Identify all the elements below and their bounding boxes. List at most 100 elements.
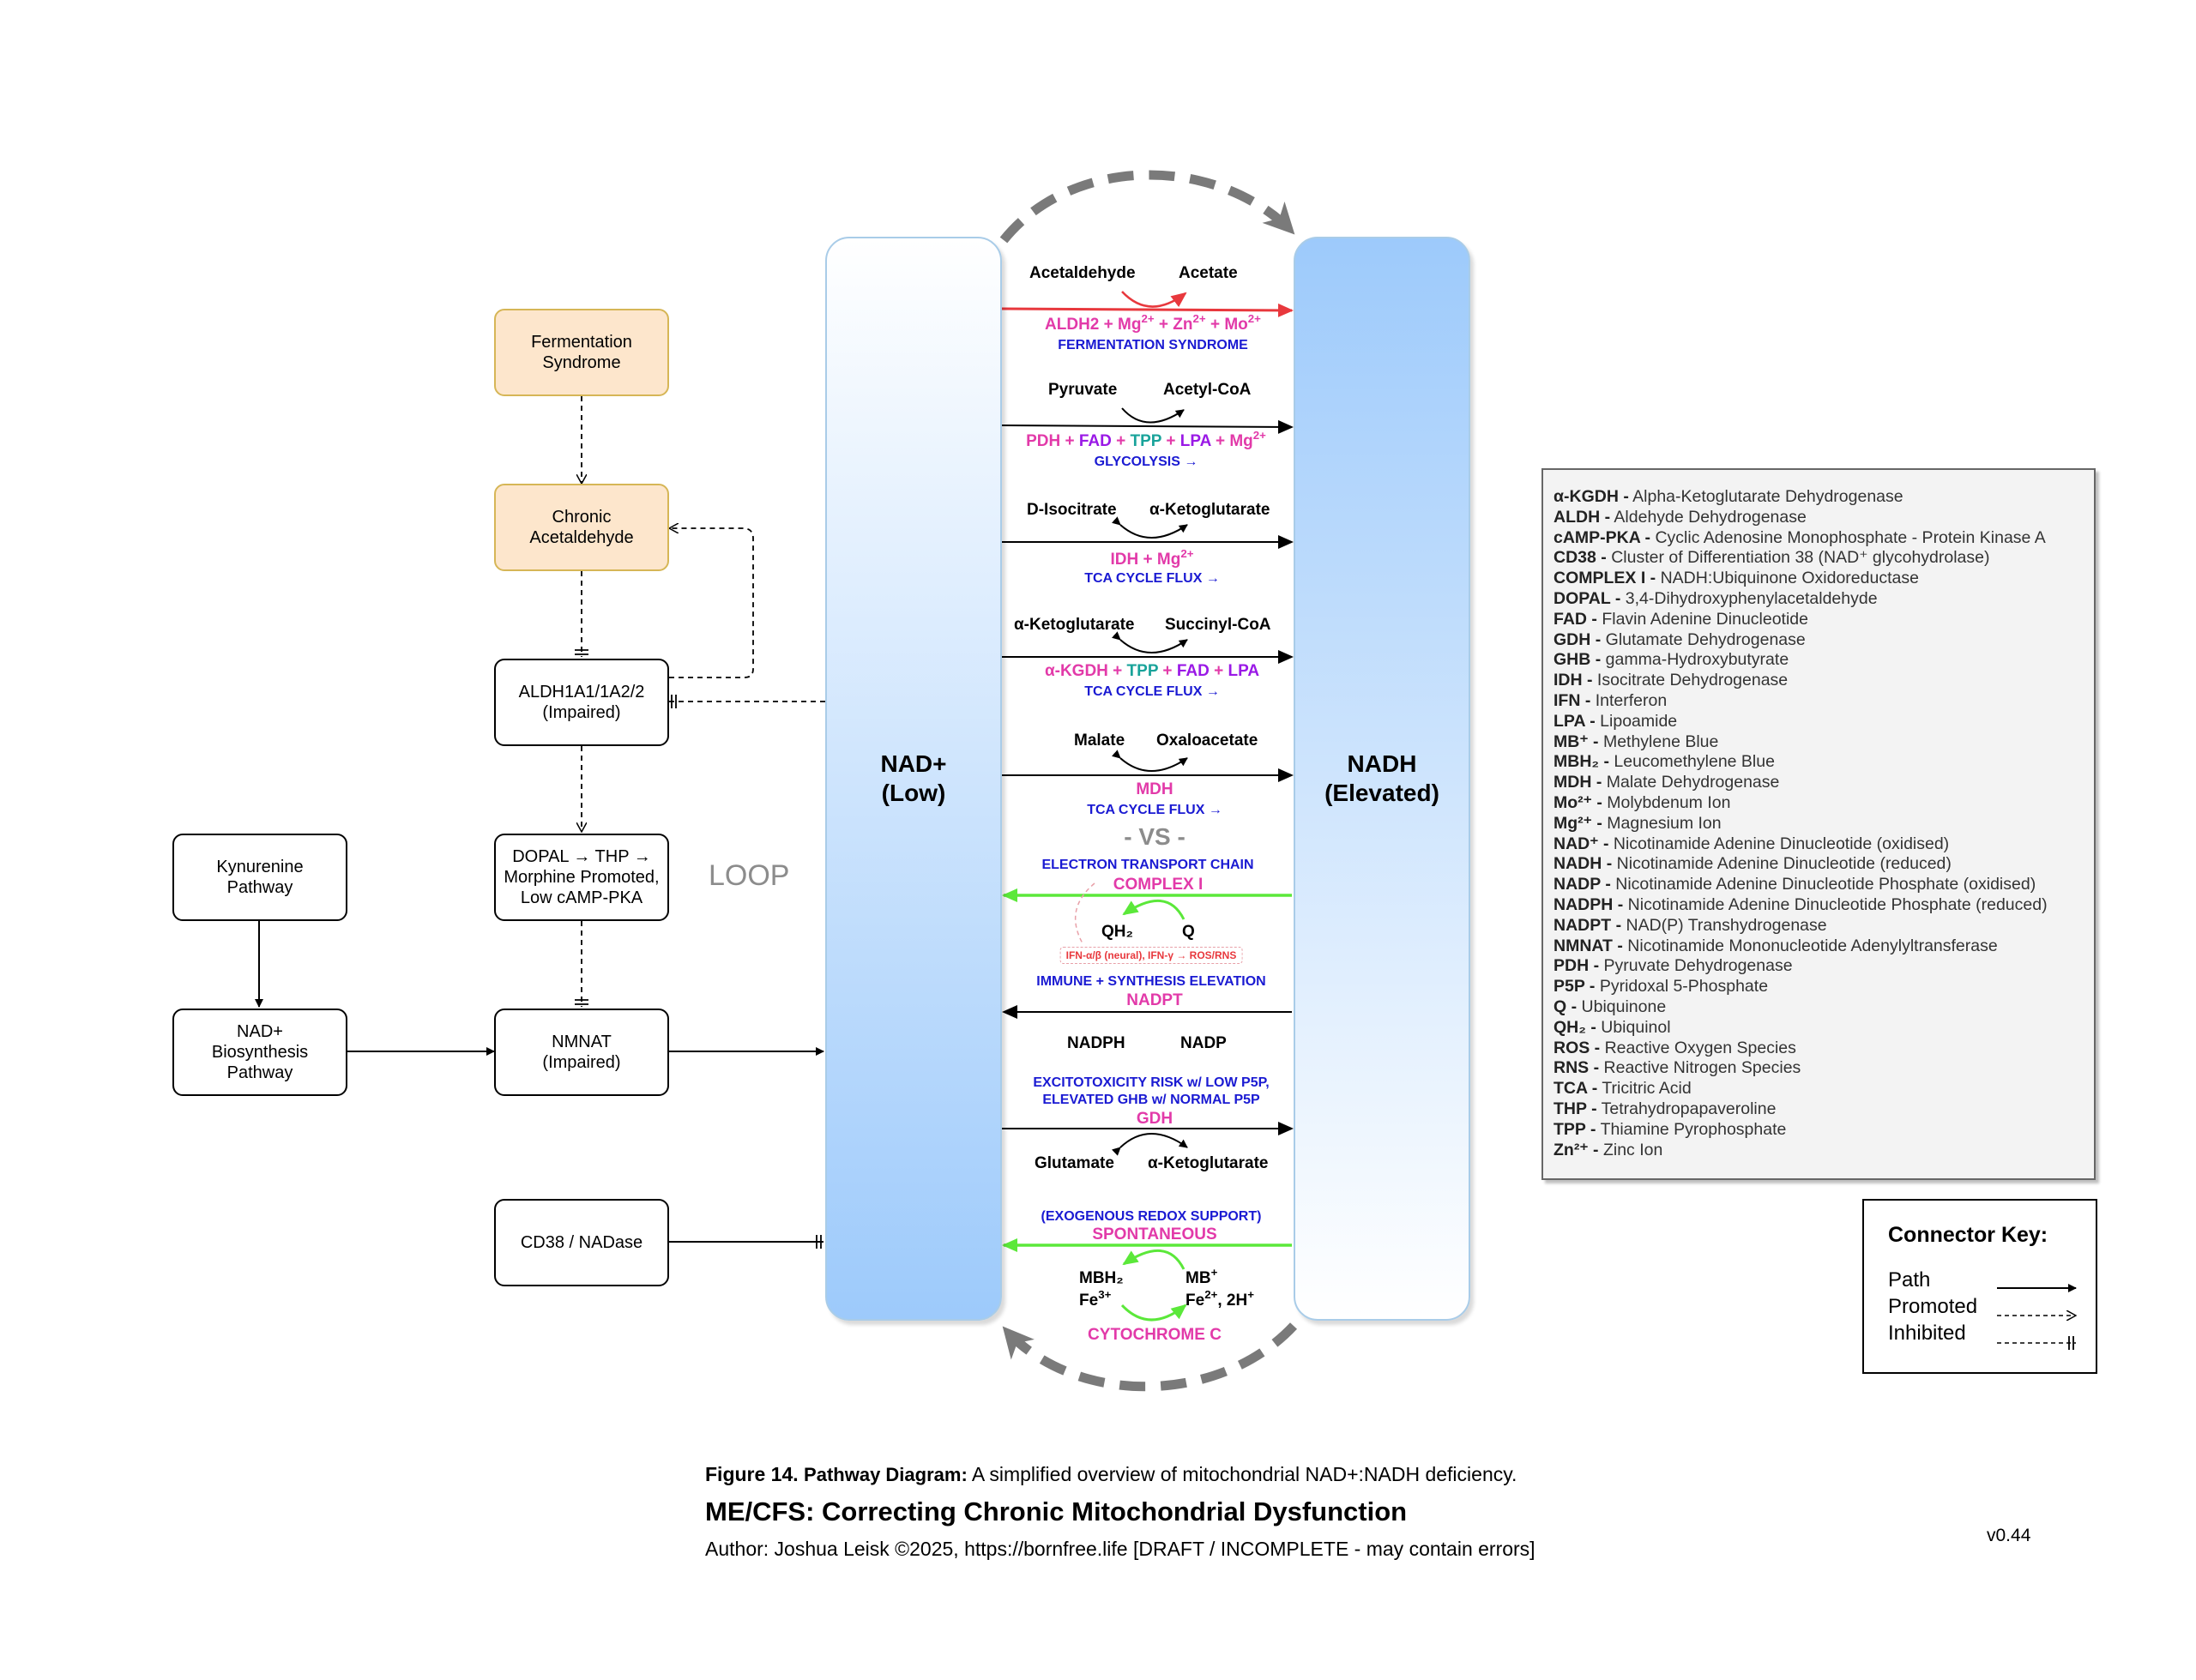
r1-label: FERMENTATION SYNDROME	[1058, 338, 1248, 352]
legend-term: LPA -	[1553, 711, 1596, 731]
legend-term: MDH -	[1553, 773, 1602, 792]
r2-curve	[1121, 407, 1185, 424]
legend-row: Mo²⁺ - Molybdenum Ion	[1553, 793, 2094, 814]
legend-row: Q - Ubiquinone	[1553, 997, 2094, 1018]
r6-ros-dashed	[1074, 882, 1095, 944]
legend-term: NADH -	[1553, 854, 1613, 874]
legend-row: MB⁺ - Methylene Blue	[1553, 732, 2094, 753]
legend-term: ROS -	[1553, 1038, 1601, 1057]
legend-row: NADP - Nicotinamide Adenine Dinucleotide…	[1553, 875, 2094, 895]
legend-term: MB⁺ -	[1553, 732, 1599, 751]
legend-term: IFN -	[1553, 690, 1591, 710]
legend-definition: Tricitric Acid	[1602, 1079, 1692, 1099]
nad-column: NAD+ (Low)	[825, 237, 1002, 1321]
legend-term: NADPT -	[1553, 915, 1622, 935]
legend-term: PDH -	[1553, 956, 1600, 976]
legend-row: CD38 - Cluster of Differentiation 38 (NA…	[1553, 548, 2094, 569]
legend-term: QH₂ -	[1553, 1017, 1596, 1037]
r3-label: TCA CYCLE FLUX →	[1084, 571, 1220, 586]
node-cd38-nadase: CD38 / NADase	[494, 1199, 669, 1286]
legend-row: LPA - Lipoamide	[1553, 712, 2094, 732]
key-path-label: Path	[1888, 1268, 1931, 1292]
legend-term: CD38 -	[1553, 548, 1607, 568]
legend-definition: Zinc Ion	[1602, 1140, 1663, 1159]
r7-left: NADPH	[1067, 1034, 1125, 1052]
r6-curve	[1122, 900, 1185, 920]
legend-row: Zn²⁺ - Zinc Ion	[1553, 1141, 2094, 1161]
r8-left: Glutamate	[1035, 1154, 1114, 1172]
node-nmnat: NMNAT (Impaired)	[494, 1009, 669, 1096]
legend-definition: Thiamine Pyrophosphate	[1600, 1119, 1787, 1139]
legend-definition: Magnesium Ion	[1607, 813, 1722, 833]
r8-right: α-Ketoglutarate	[1148, 1154, 1269, 1172]
r3-right: α-Ketoglutarate	[1149, 501, 1270, 519]
legend-row: ROS - Reactive Oxygen Species	[1553, 1039, 2094, 1059]
legend-row: MDH - Malate Dehydrogenase	[1553, 773, 2094, 793]
r5-enzyme: MDH	[1136, 780, 1173, 798]
node-chronic-acetaldehyde: Chronic Acetaldehyde	[494, 484, 669, 571]
legend-term: RNS -	[1553, 1058, 1600, 1078]
legend-definition: 3,4-Dihydroxyphenylacetaldehyde	[1625, 588, 1878, 608]
r6-enzyme: COMPLEX I	[1113, 876, 1204, 894]
node-nad-biosynthesis: NAD+ Biosynthesis Pathway	[172, 1009, 347, 1096]
r5-label: TCA CYCLE FLUX →	[1087, 803, 1222, 817]
loop-arrow-bottom	[999, 1322, 1298, 1392]
legend-term: Mg²⁺ -	[1553, 813, 1602, 833]
legend-definition: Reactive Oxygen Species	[1604, 1038, 1796, 1057]
figure-description: A simplified overview of mitochondrial N…	[971, 1463, 1517, 1485]
legend-row: IFN - Interferon	[1553, 691, 2094, 712]
r7-enzyme: NADPT	[1126, 991, 1183, 1009]
legend-row: NMNAT - Nicotinamide Mononucleotide Aden…	[1553, 936, 2094, 957]
legend-row: NADH - Nicotinamide Adenine Dinucleotide…	[1553, 854, 2094, 875]
r9-left-2: Fe3+	[1079, 1288, 1112, 1310]
r9-header: (EXOGENOUS REDOX SUPPORT)	[1041, 1209, 1262, 1224]
abbreviation-legend: α-KGDH - Alpha-Ketoglutarate Dehydrogena…	[1541, 468, 2096, 1180]
key-promoted-label: Promoted	[1888, 1295, 1978, 1318]
legend-definition: Alpha-Ketoglutarate Dehydrogenase	[1632, 487, 1903, 506]
r4-left: α-Ketoglutarate	[1014, 616, 1135, 634]
legend-term: COMPLEX I -	[1553, 569, 1656, 588]
page-title: ME/CFS: Correcting Chronic Mitochondrial…	[705, 1496, 1408, 1526]
r5-curve	[1111, 750, 1188, 772]
legend-term: Zn²⁺ -	[1553, 1140, 1599, 1159]
legend-definition: Nicotinamide Adenine Dinucleotide (reduc…	[1616, 854, 1952, 874]
r3-left: D-Isocitrate	[1027, 501, 1117, 519]
legend-definition: Reactive Nitrogen Species	[1603, 1058, 1801, 1078]
legend-definition: Nicotinamide Adenine Dinucleotide (oxidi…	[1613, 834, 1950, 853]
legend-term: GDH -	[1553, 629, 1602, 649]
r2-left: Pyruvate	[1048, 381, 1118, 399]
legend-term: cAMP-PKA -	[1553, 527, 1651, 547]
r2-cofactors: PDH + FAD + TPP + LPA + Mg2+	[1026, 429, 1266, 450]
legend-row: COMPLEX I - NADH:Ubiquinone Oxidoreducta…	[1553, 569, 2094, 589]
legend-term: P5P -	[1553, 977, 1596, 997]
legend-definition: Aldehyde Dehydrogenase	[1614, 507, 1807, 527]
r3-cofactors: IDH + Mg2+	[1110, 547, 1194, 569]
r9-right-1: MB+	[1185, 1266, 1218, 1287]
legend-row: IDH - Isocitrate Dehydrogenase	[1553, 671, 2094, 691]
legend-row: P5P - Pyridoxal 5-Phosphate	[1553, 977, 2094, 997]
r2-right: Acetyl-CoA	[1163, 381, 1252, 399]
legend-row: cAMP-PKA - Cyclic Adenosine Monophosphat…	[1553, 528, 2094, 549]
loop-label: LOOP	[709, 859, 790, 892]
legend-definition: Methylene Blue	[1602, 732, 1719, 751]
legend-definition: Lipoamide	[1600, 711, 1678, 731]
author-line: Author: Joshua Leisk ©2025, https://born…	[705, 1538, 1535, 1560]
r8-enzyme: GDH	[1136, 1110, 1173, 1128]
connector-key: Connector Key: Path Promoted Inhibited	[1862, 1199, 2097, 1374]
key-inhibited-label: Inhibited	[1888, 1322, 1966, 1345]
version-label: v0.44	[1987, 1526, 2031, 1545]
figure-subtitle: Pathway Diagram:	[804, 1464, 968, 1485]
legend-term: NADPH -	[1553, 894, 1624, 914]
r6-note: IFN-α/β (neural), IFN-γ → ROS/RNS	[1059, 947, 1243, 964]
legend-definition: Cluster of Differentiation 38 (NAD⁺ glyc…	[1611, 548, 1990, 568]
r4-curve	[1111, 631, 1188, 653]
r4-right: Succinyl-CoA	[1165, 616, 1271, 634]
legend-definition: Pyridoxal 5-Phosphate	[1599, 977, 1769, 997]
legend-term: TCA -	[1553, 1079, 1598, 1099]
versus-label: - VS -	[1124, 823, 1185, 850]
node-kynurenine-pathway: Kynurenine Pathway	[172, 834, 347, 921]
legend-definition: Interferon	[1595, 690, 1668, 710]
legend-term: NAD⁺ -	[1553, 834, 1609, 853]
legend-row: TCA - Tricitric Acid	[1553, 1079, 2094, 1099]
